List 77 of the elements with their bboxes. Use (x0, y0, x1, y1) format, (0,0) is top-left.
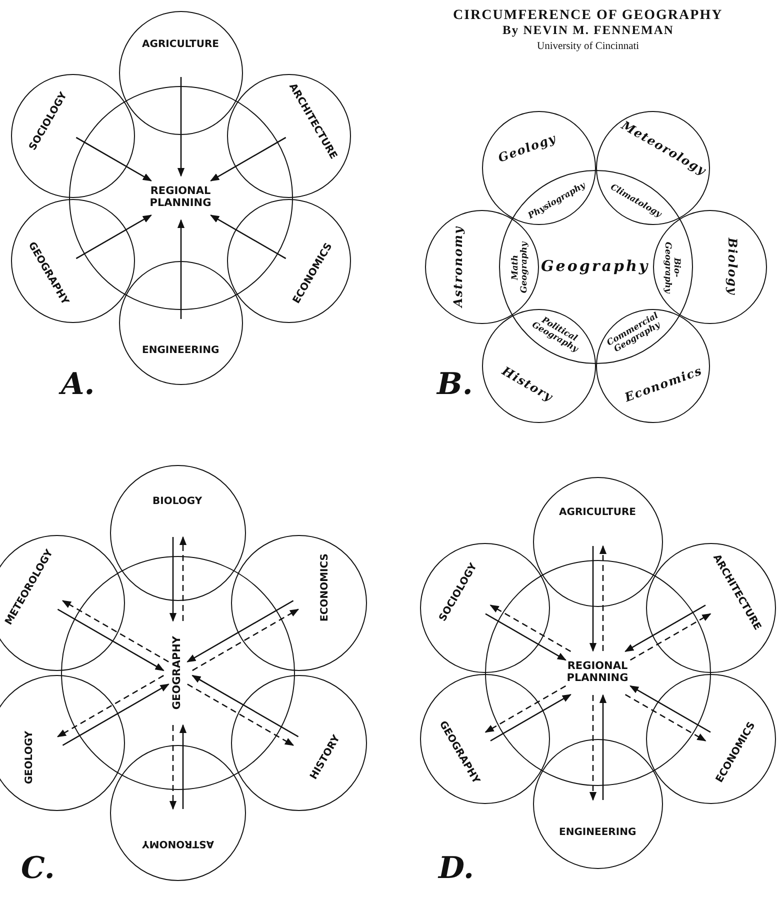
circle-node (119, 261, 243, 385)
arrow (210, 136, 286, 182)
arrow (169, 537, 177, 622)
arrow (179, 724, 187, 809)
node-label: Astronomy (452, 226, 466, 308)
circle-node (420, 542, 550, 672)
node-label: REGIONAL PLANNING (148, 186, 212, 210)
arrow (179, 536, 187, 621)
arrow (490, 694, 572, 742)
node-label: Geography (541, 258, 650, 274)
circle-node (110, 465, 246, 601)
panel-letter: A. (61, 366, 95, 402)
panel-letter: B. (437, 366, 473, 402)
circle-node (533, 739, 663, 869)
arrow (484, 685, 566, 733)
circle-node (61, 556, 295, 790)
overlap-label: Bio-Geography (664, 240, 680, 296)
node-label: GEOLOGY (24, 731, 36, 784)
circle-node (231, 675, 368, 811)
circle-node (533, 477, 663, 607)
arrow (62, 600, 169, 662)
circle-node (119, 11, 243, 135)
arrow (589, 695, 597, 801)
circle-node (227, 74, 352, 198)
circle-node (646, 674, 776, 804)
arrow (630, 685, 711, 733)
node-label: ASTRONOMY (142, 838, 214, 849)
node-label: REGIONAL PLANNING (566, 661, 630, 684)
arrow (177, 219, 185, 319)
circle-node (0, 535, 125, 671)
circle-node (646, 542, 776, 672)
circle-node (596, 308, 710, 423)
circle-node (482, 308, 596, 423)
circle-node (227, 198, 352, 322)
arrow (630, 613, 712, 661)
arrow (169, 725, 177, 810)
node-label: ENGINEERING (142, 344, 220, 356)
arrow (187, 684, 294, 746)
title: CIRCUMFERENCE OF GEOGRAPHY (453, 8, 723, 24)
overlap-label: Math Geography (512, 240, 528, 295)
node-label: AGRICULTURE (142, 39, 220, 50)
arrow (192, 674, 299, 738)
arrow (62, 684, 170, 746)
arrow (177, 77, 185, 177)
circle-node (482, 111, 596, 226)
arrow (186, 600, 294, 662)
node-label: Biology (726, 238, 739, 296)
circle-node (0, 675, 125, 811)
circle-node (110, 745, 246, 881)
arrow (589, 546, 597, 652)
circle-node (596, 111, 710, 226)
panel-letter: C. (21, 850, 55, 886)
arrow (599, 545, 607, 651)
byline: By NEVIN M. FENNEMAN (502, 22, 674, 38)
circle-node (10, 198, 135, 322)
arrow (56, 674, 164, 738)
panel-letter: D. (438, 850, 474, 886)
arrow (76, 214, 152, 260)
arrow (76, 136, 152, 182)
circle-node (420, 674, 550, 804)
circle-node (231, 535, 368, 671)
node-label: AGRICULTURE (559, 506, 636, 518)
affiliation: University of Cincinnati (537, 40, 640, 52)
arrow (192, 608, 300, 672)
node-label: ENGINEERING (559, 827, 636, 838)
arrow (210, 214, 286, 260)
circle-node (485, 560, 711, 786)
node-label: ECONOMICS (320, 553, 331, 622)
arrow (57, 608, 164, 672)
node-label: BIOLOGY (152, 496, 202, 508)
circle-node (10, 74, 135, 198)
arrow (624, 604, 706, 652)
node-label: GEOGRAPHY (172, 635, 184, 710)
arrow (624, 694, 706, 742)
arrow (485, 613, 566, 661)
arrow (599, 694, 607, 800)
arrow (490, 604, 572, 652)
